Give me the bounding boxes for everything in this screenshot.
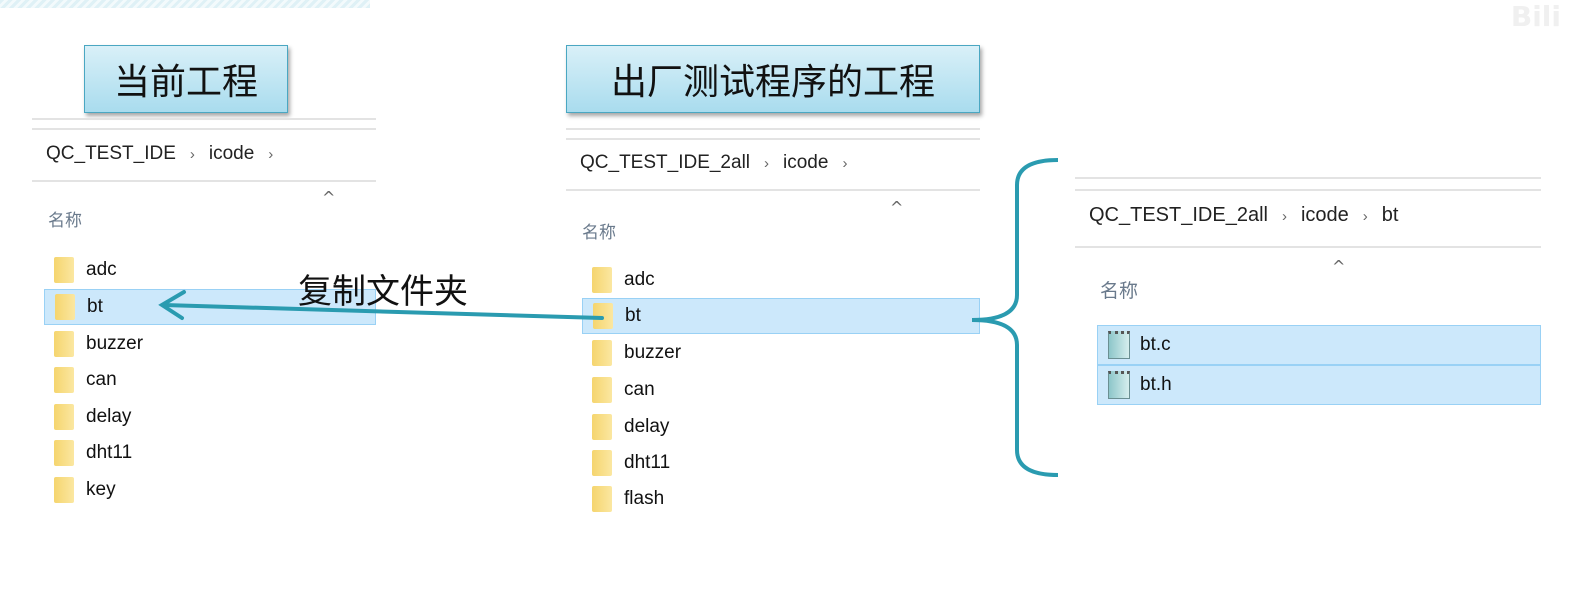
breadcrumb: QC_TEST_IDE › icode › xyxy=(46,143,287,165)
folder-icon xyxy=(592,340,612,366)
watermark: Bili xyxy=(1510,0,1561,33)
chevron-right-icon[interactable]: › xyxy=(268,146,274,163)
item-label: delay xyxy=(624,416,670,437)
folder-icon xyxy=(592,486,612,512)
folder-icon xyxy=(592,377,612,403)
folder-icon xyxy=(55,294,75,320)
folder-icon xyxy=(592,450,612,476)
folder-item[interactable]: key xyxy=(44,472,376,508)
folder-item[interactable]: dht11 xyxy=(582,445,980,481)
item-label: bt.c xyxy=(1140,334,1171,355)
item-label: delay xyxy=(86,406,132,427)
folder-icon xyxy=(54,367,74,393)
folder-item[interactable]: buzzer xyxy=(582,335,980,371)
explorer-bt-folder: QC_TEST_IDE_2all › icode › bt ^ 名称 bt.c bt.h xyxy=(1075,177,1541,417)
item-label: adc xyxy=(624,269,655,290)
chevron-right-icon[interactable]: › xyxy=(1281,208,1287,225)
folder-item[interactable]: adc xyxy=(582,262,980,298)
column-header-name[interactable]: 名称 xyxy=(48,211,82,231)
folder-item[interactable]: buzzer xyxy=(44,326,376,362)
text-file-icon xyxy=(1108,331,1130,359)
item-label: adc xyxy=(86,259,117,280)
item-label: bt xyxy=(87,296,103,317)
folder-item[interactable]: adc xyxy=(44,252,376,288)
copy-folder-annotation: 复制文件夹 xyxy=(298,272,468,312)
folder-icon xyxy=(54,331,74,357)
item-label: buzzer xyxy=(86,333,144,354)
folder-item[interactable]: delay xyxy=(44,399,376,435)
column-header-name[interactable]: 名称 xyxy=(582,223,616,243)
chevron-right-icon[interactable]: › xyxy=(189,146,195,163)
crumb-root[interactable]: QC_TEST_IDE_2all xyxy=(1089,204,1268,226)
sort-ascending-icon: ^ xyxy=(1332,257,1346,276)
curly-brace xyxy=(971,158,1059,477)
file-item-selected[interactable]: bt.c xyxy=(1097,325,1541,365)
folder-icon xyxy=(54,477,74,503)
column-header-name[interactable]: 名称 xyxy=(1100,280,1139,302)
crumb-root[interactable]: QC_TEST_IDE xyxy=(46,143,176,164)
folder-icon xyxy=(593,303,613,329)
folder-icon xyxy=(54,440,74,466)
folder-icon xyxy=(592,414,612,440)
crumb-icode[interactable]: icode xyxy=(208,143,255,164)
folder-item-selected[interactable]: bt xyxy=(582,298,980,334)
item-label: dht11 xyxy=(624,452,671,473)
breadcrumb: QC_TEST_IDE_2all › icode › xyxy=(580,152,861,174)
explorer-current: QC_TEST_IDE › icode › ^ 名称 adc bt buzzer ca… xyxy=(32,118,376,518)
text-file-icon xyxy=(1108,371,1130,399)
item-label: buzzer xyxy=(624,342,682,363)
factory-project-label: 出厂测试程序的工程 xyxy=(566,45,980,113)
folder-icon xyxy=(54,257,74,283)
item-label: bt xyxy=(625,305,641,326)
item-label: bt.h xyxy=(1140,374,1172,395)
explorer-factory: QC_TEST_IDE_2all › icode › ^ 名称 adc bt buzz… xyxy=(566,128,980,512)
decorative-strip xyxy=(0,0,370,8)
crumb-icode[interactable]: icode xyxy=(783,152,829,173)
folder-item[interactable]: flash xyxy=(582,481,980,512)
folder-icon xyxy=(54,404,74,430)
folder-item[interactable]: can xyxy=(582,372,980,408)
current-project-label: 当前工程 xyxy=(84,45,288,113)
folder-icon xyxy=(592,267,612,293)
sort-ascending-icon: ^ xyxy=(890,198,904,217)
chevron-right-icon[interactable]: › xyxy=(764,155,770,172)
copy-arrow xyxy=(158,290,604,320)
chevron-right-icon[interactable]: › xyxy=(1362,208,1368,225)
item-label: flash xyxy=(624,488,665,509)
folder-item[interactable]: delay xyxy=(582,409,980,445)
file-item-selected[interactable]: bt.h xyxy=(1097,365,1541,405)
crumb-icode[interactable]: icode xyxy=(1300,204,1349,226)
item-label: key xyxy=(86,479,116,500)
chevron-right-icon[interactable]: › xyxy=(842,155,848,172)
sort-ascending-icon: ^ xyxy=(322,188,336,207)
item-label: dht11 xyxy=(86,442,133,463)
folder-item[interactable]: can xyxy=(44,362,376,398)
crumb-bt[interactable]: bt xyxy=(1381,204,1399,226)
item-label: can xyxy=(86,369,117,390)
crumb-root[interactable]: QC_TEST_IDE_2all xyxy=(580,152,751,173)
item-label: can xyxy=(624,379,655,400)
breadcrumb: QC_TEST_IDE_2all › icode › bt xyxy=(1089,204,1398,227)
folder-item[interactable]: dht11 xyxy=(44,435,376,471)
